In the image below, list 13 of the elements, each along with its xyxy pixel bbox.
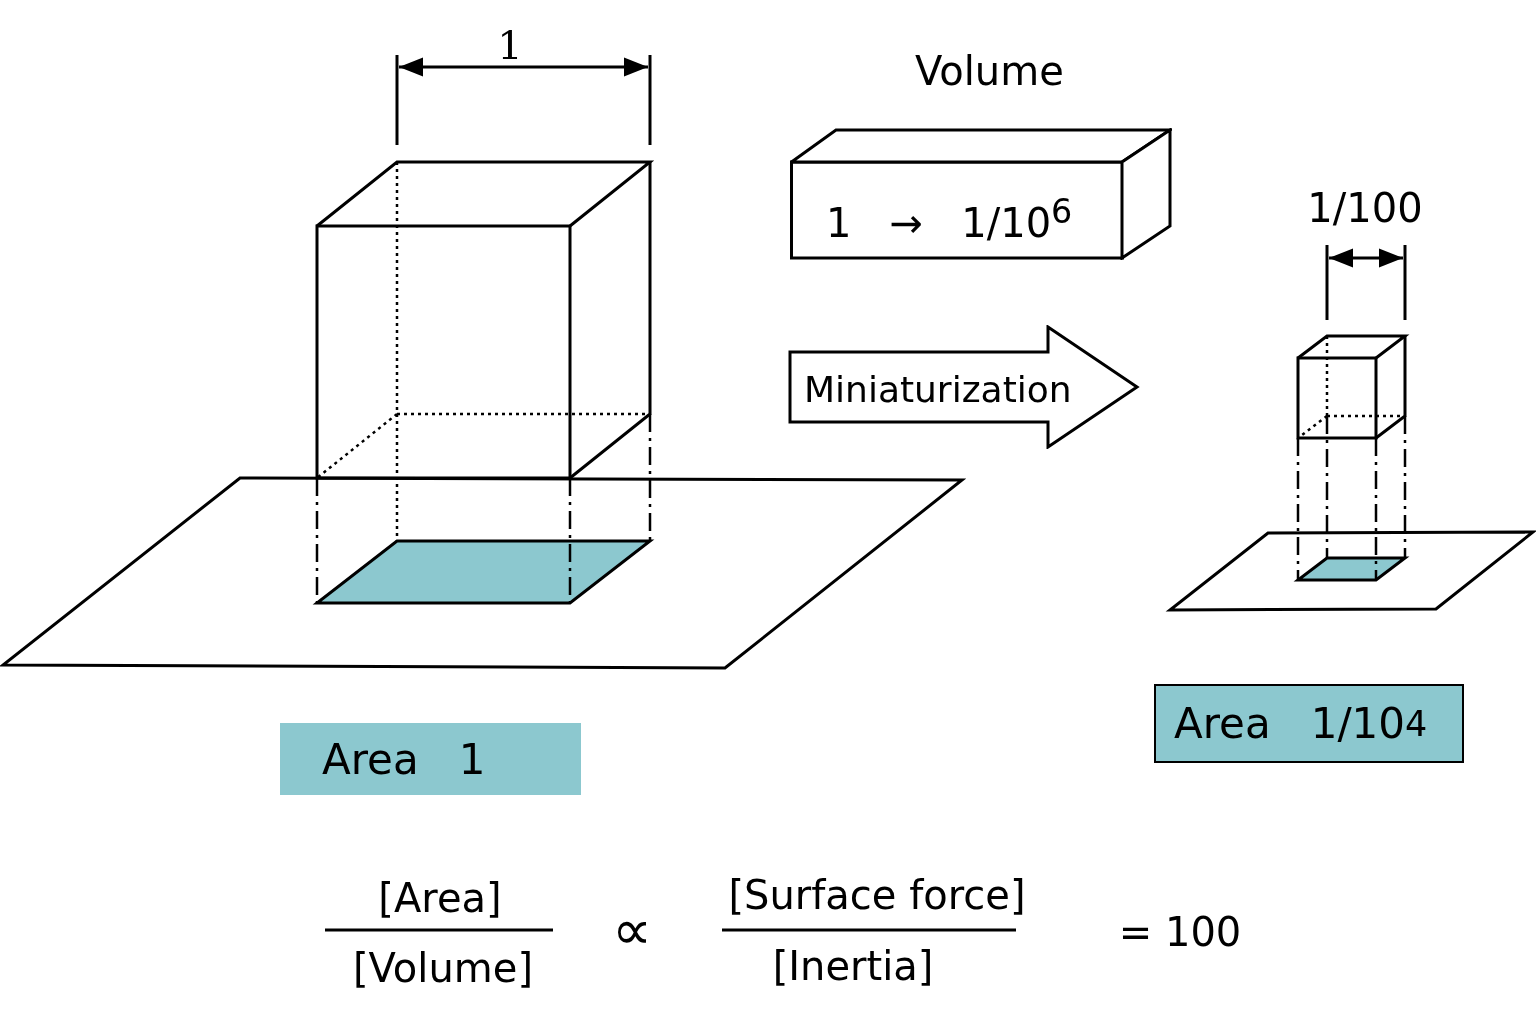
dimension-text: 1 [497,25,523,65]
proportional-symbol: ∝ [612,902,652,958]
ratio-text: 1 → 1/10$^{6}$ [826,192,1073,247]
block-arrow [788,325,1140,449]
denominator-text: [Volume] [353,948,533,988]
numerator-text: [Surface force] [728,875,1026,915]
arrow-text: Miniaturization [804,369,1072,410]
numerator-text: [Area] [378,878,502,918]
heading: Volume [915,48,1064,94]
denominator-text: [Inertia] [772,946,934,986]
area-label-box: Area 1 [280,723,581,795]
equation-result: = 100 [1118,912,1242,952]
dimension-text: 1/100 [1307,188,1423,228]
